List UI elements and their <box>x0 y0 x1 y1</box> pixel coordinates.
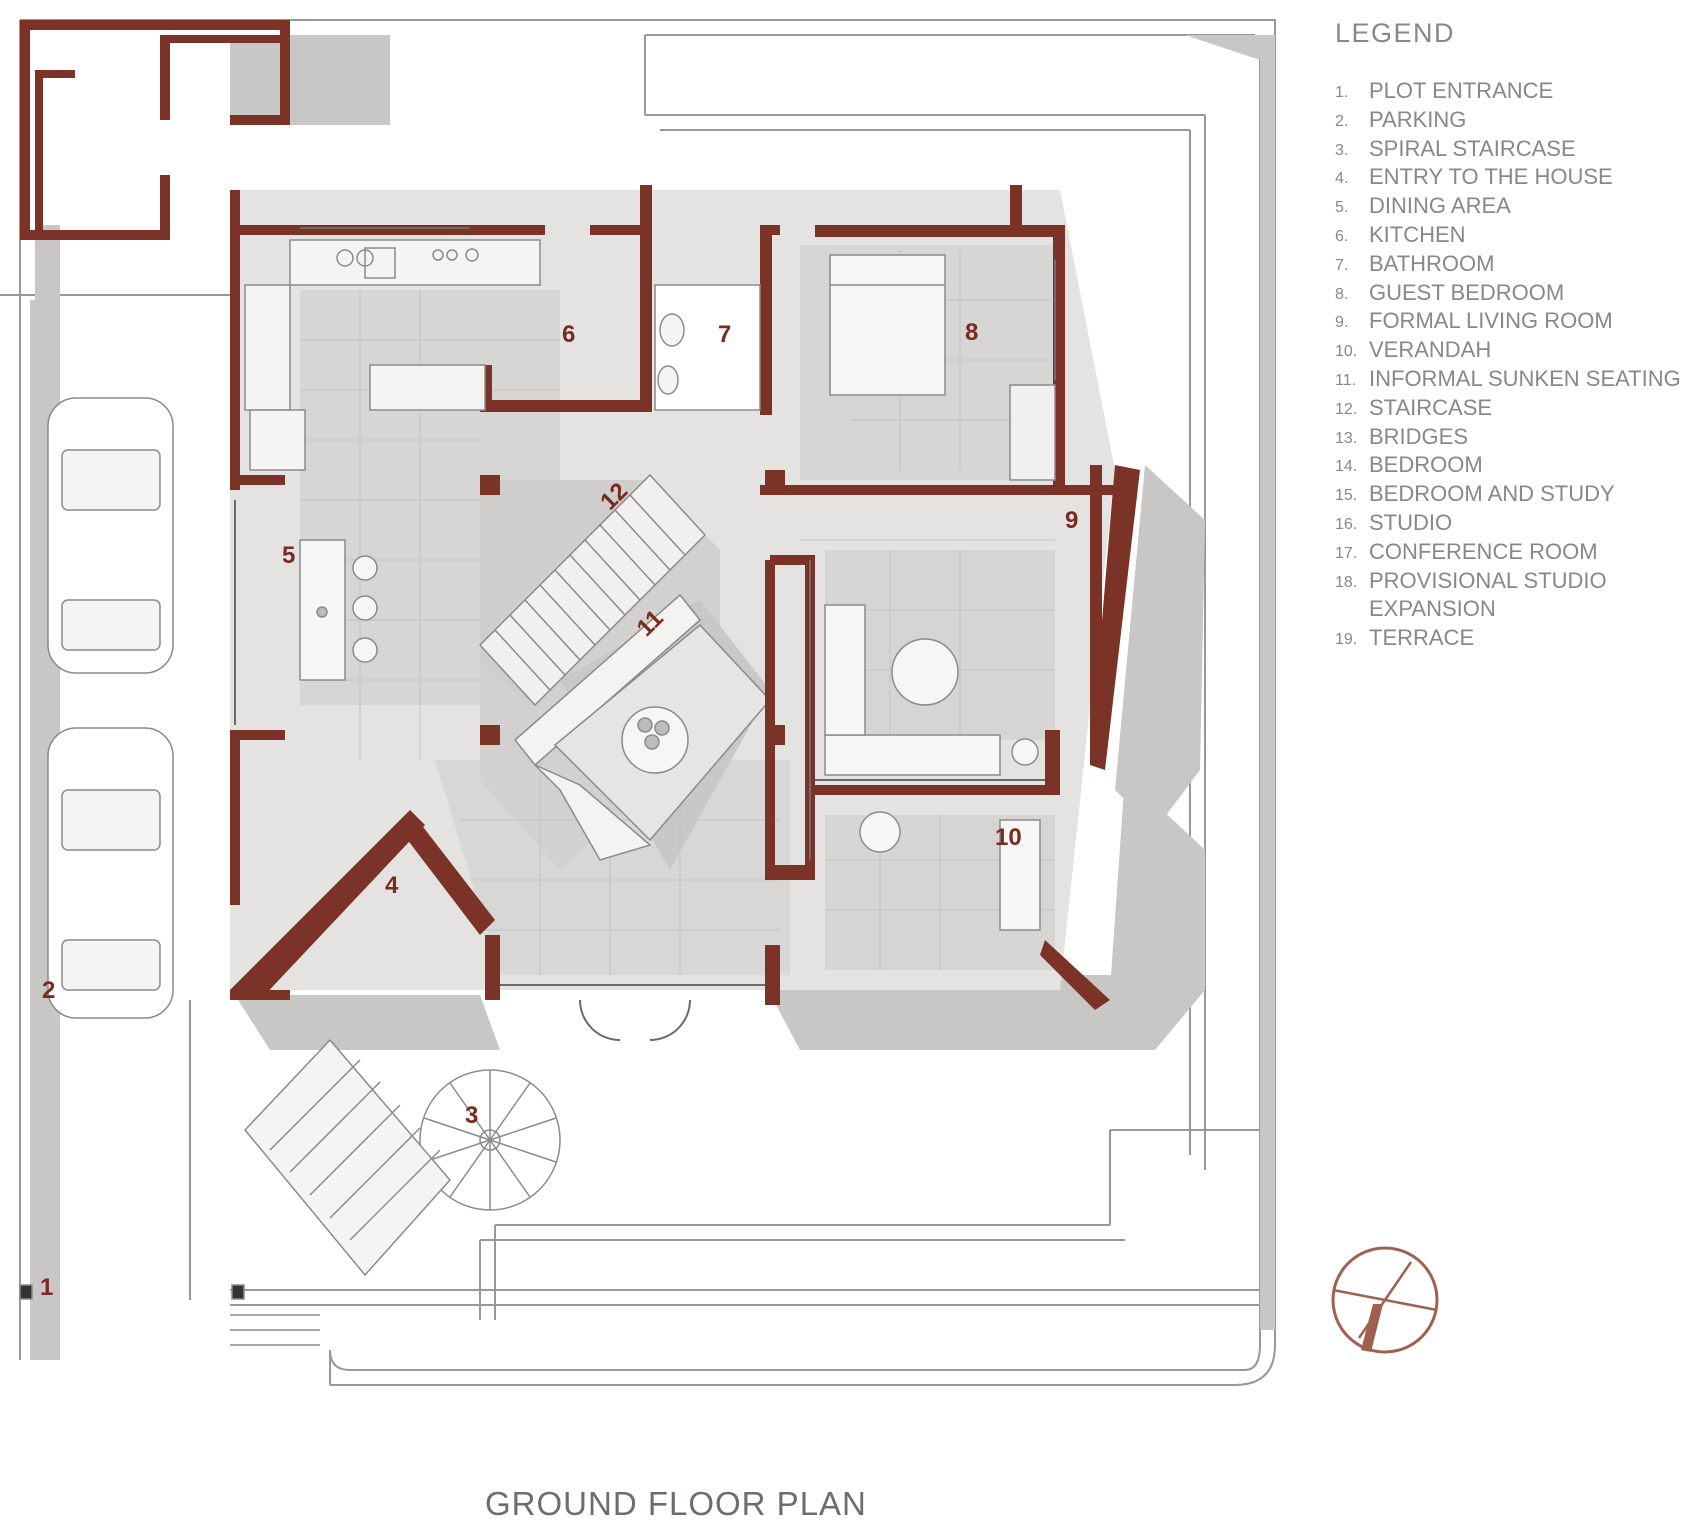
main-staircase <box>478 473 707 707</box>
legend-item-label: GUEST BEDROOM <box>1369 279 1565 305</box>
legend-item-number: 10. <box>1335 343 1358 361</box>
legend-item-number: 4. <box>1335 170 1349 188</box>
legend-item-number: 1. <box>1335 84 1349 101</box>
legend-item-number: 7. <box>1335 256 1349 274</box>
legend-item: 18. PROVISIONAL STUDIO EXPANSION <box>1335 567 1695 625</box>
legend-list: 1. PLOT ENTRANCE 2. PARKING 3. SPIRAL STAIR… <box>1335 77 1695 653</box>
spiral-staircase-icon <box>419 1069 561 1211</box>
legend-item-number: 18. <box>1335 573 1358 591</box>
room-number-6: 6 <box>562 321 575 348</box>
legend-item-number: 5. <box>1335 199 1349 217</box>
legend-item: 13. BRIDGES <box>1335 423 1695 452</box>
legend-item: 11. INFORMAL SUNKEN SEATING <box>1335 365 1695 394</box>
legend-item-number: 8. <box>1335 285 1349 303</box>
legend-item: 3. SPIRAL STAIRCASE <box>1335 135 1695 164</box>
legend-item: 16. STUDIO <box>1335 509 1695 538</box>
legend-item-label: TERRACE <box>1369 625 1475 651</box>
kitchen-fixtures <box>244 239 541 471</box>
room-number-2: 2 <box>42 977 55 1004</box>
legend-item: 1. PLOT ENTRANCE <box>1335 77 1695 106</box>
room-number-4: 4 <box>385 872 399 899</box>
legend-item-number: 15. <box>1335 487 1358 505</box>
legend-item-label: INFORMAL SUNKEN SEATING <box>1369 365 1681 391</box>
legend-item: 14. BEDROOM <box>1335 451 1695 480</box>
legend-item: 8. GUEST BEDROOM <box>1335 279 1695 308</box>
legend-item-label: PARKING <box>1369 106 1467 132</box>
legend-item-number: 3. <box>1335 141 1349 159</box>
legend-item: 5. DINING AREA <box>1335 192 1695 221</box>
legend-item: 2. PARKING <box>1335 106 1695 135</box>
entrance-steps <box>19 1038 451 1346</box>
legend-item-number: 9. <box>1335 314 1349 332</box>
room-number-7: 7 <box>718 321 731 348</box>
legend-item: 4. ENTRY TO THE HOUSE <box>1335 163 1695 192</box>
legend-item: 17. CONFERENCE ROOM <box>1335 538 1695 567</box>
legend-item: 15. BEDROOM AND STUDY <box>1335 480 1695 509</box>
legend-item-number: 17. <box>1335 544 1358 562</box>
legend-item: 19. TERRACE <box>1335 624 1695 653</box>
walls <box>20 20 1140 1010</box>
legend-item-number: 14. <box>1335 458 1358 476</box>
legend-item: 10. VERANDAH <box>1335 336 1695 365</box>
sunken-seating <box>513 593 772 861</box>
room-number-3: 3 <box>465 1102 478 1129</box>
legend-item-label: BATHROOM <box>1369 250 1495 276</box>
legend-item-label: VERANDAH <box>1369 337 1492 363</box>
legend-item-label: DINING AREA <box>1369 193 1511 219</box>
plot-boundary <box>0 19 1276 1386</box>
legend-item-label: STUDIO <box>1369 509 1453 535</box>
legend-item: 6. KITCHEN <box>1335 221 1695 250</box>
room-number-8: 8 <box>965 319 978 346</box>
legend-item-label: BEDROOM <box>1369 452 1483 478</box>
room-number-9: 9 <box>1065 507 1078 534</box>
legend-item-label: PROVISIONAL STUDIO EXPANSION <box>1369 567 1607 622</box>
room-number-10: 10 <box>995 824 1022 851</box>
bathroom-fixtures <box>654 284 761 411</box>
guest-bed <box>829 254 1056 481</box>
legend-item-label: CONFERENCE ROOM <box>1369 538 1598 564</box>
room-number-5: 5 <box>282 542 295 569</box>
living-furniture <box>824 604 1041 931</box>
legend-item-label: ENTRY TO THE HOUSE <box>1369 164 1613 190</box>
legend-item-number: 2. <box>1335 112 1349 130</box>
plan-title: GROUND FLOOR PLAN <box>485 1485 867 1522</box>
legend-item-number: 6. <box>1335 227 1349 245</box>
legend-item-number: 16. <box>1335 515 1358 533</box>
legend-item-label: BRIDGES <box>1369 423 1469 449</box>
legend-item: 12. STAIRCASE <box>1335 394 1695 423</box>
legend-title: LEGEND <box>1335 18 1456 48</box>
car-icon <box>47 397 174 1019</box>
legend-item-label: SPIRAL STAIRCASE <box>1369 135 1576 161</box>
legend-item-label: BEDROOM AND STUDY <box>1369 481 1615 507</box>
room-number-1: 1 <box>40 1274 53 1301</box>
glazing <box>234 227 1056 1041</box>
legend-item-number: 13. <box>1335 429 1358 447</box>
legend-item-label: PLOT ENTRANCE <box>1369 78 1554 103</box>
legend-item: 7. BATHROOM <box>1335 250 1695 279</box>
legend-item-number: 12. <box>1335 400 1358 418</box>
legend-item-label: KITCHEN <box>1369 221 1466 247</box>
legend-item: 9. FORMAL LIVING ROOM <box>1335 307 1695 336</box>
legend-panel: LEGEND 1. PLOT ENTRANCE 2. PARKING 3. SPIRA… <box>1335 18 1695 653</box>
legend-item-number: 11. <box>1335 371 1357 389</box>
legend-item-label: FORMAL LIVING ROOM <box>1369 308 1613 334</box>
dining-table <box>299 539 378 681</box>
legend-item-number: 19. <box>1335 631 1358 649</box>
legend-item-label: STAIRCASE <box>1369 394 1493 420</box>
compass-north-arrow-icon <box>1331 1246 1439 1354</box>
